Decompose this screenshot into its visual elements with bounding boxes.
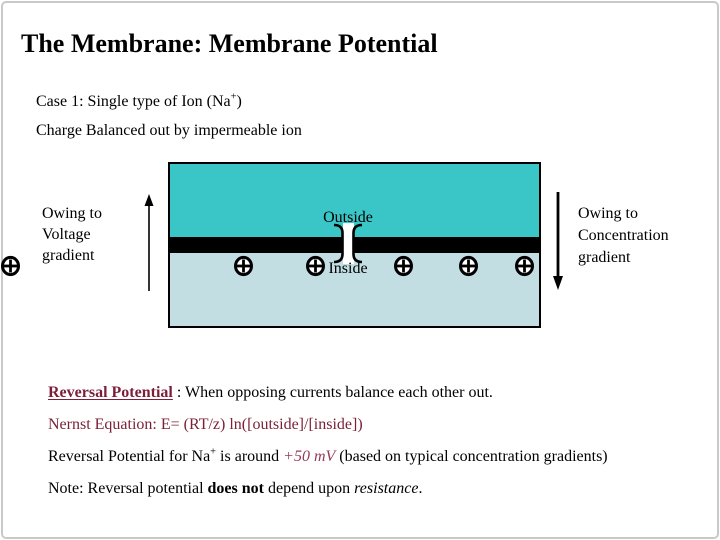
- circled-plus-icon: [306, 255, 325, 277]
- balance-line: Charge Balanced out by impermeable ion: [36, 122, 302, 139]
- voltage-gradient-caption: Owing to Voltage gradient: [42, 203, 102, 266]
- outside-region: [170, 164, 539, 237]
- reversal-value-mid: is around: [216, 448, 284, 465]
- case-line-close: ): [236, 93, 242, 110]
- reversal-potential-rest: : When opposing currents balance each ot…: [172, 384, 493, 401]
- note-suffix: .: [418, 480, 423, 497]
- reversal-potential-term: Reversal Potential: [48, 384, 173, 401]
- note-resistance-term: resistance: [354, 480, 419, 497]
- nernst-equation-line: Nernst Equation: E= (RT/z) ln([outside]/…: [48, 416, 363, 433]
- circled-plus-icon: [515, 255, 534, 277]
- caption-line: Concentration: [578, 227, 669, 244]
- channel-wall-left: [333, 223, 344, 264]
- sodium-superscript: +: [230, 91, 237, 103]
- down-arrow-icon: [553, 192, 563, 290]
- case-line: Case 1: Single type of Ion (Na+): [36, 91, 242, 111]
- caption-line: Voltage: [42, 226, 91, 243]
- channel-pore: [343, 223, 354, 264]
- inside-label: Inside: [328, 260, 368, 277]
- note-prefix: Note: Reversal potential: [48, 480, 208, 497]
- sodium-superscript: +: [210, 446, 217, 458]
- note-emphasis: does not: [207, 480, 264, 497]
- note-mid: depend upon: [263, 480, 355, 497]
- caption-line: Owing to: [578, 205, 638, 222]
- caption-line: gradient: [42, 247, 95, 264]
- reversal-value-prefix: Reversal Potential for Na: [48, 448, 211, 465]
- circled-plus-icon: [234, 255, 253, 277]
- up-arrow-icon: [144, 194, 154, 291]
- concentration-gradient-caption: Owing to Concentration gradient: [578, 203, 669, 269]
- reversal-potential-line: Reversal Potential : When opposing curre…: [48, 384, 493, 402]
- circled-plus-icon: [394, 255, 413, 277]
- circled-plus-icon: [1, 255, 20, 277]
- reversal-value-line: Reversal Potential for Na+ is around +50…: [48, 446, 608, 466]
- reversal-voltage-value: +50 mV: [283, 448, 336, 465]
- ion-channel-icon: [333, 223, 363, 264]
- outside-label: Outside: [323, 209, 373, 226]
- page-title: The Membrane: Membrane Potential: [21, 29, 438, 58]
- circled-plus-icon: [459, 255, 478, 277]
- caption-line: gradient: [578, 249, 631, 266]
- resistance-note-line: Note: Reversal potential does not depend…: [48, 480, 422, 498]
- caption-line: Owing to: [42, 205, 102, 222]
- case-line-text: Case 1: Single type of Ion (Na: [36, 93, 231, 110]
- channel-wall-right: [352, 223, 363, 264]
- reversal-value-suffix: (based on typical concentration gradient…: [335, 448, 608, 465]
